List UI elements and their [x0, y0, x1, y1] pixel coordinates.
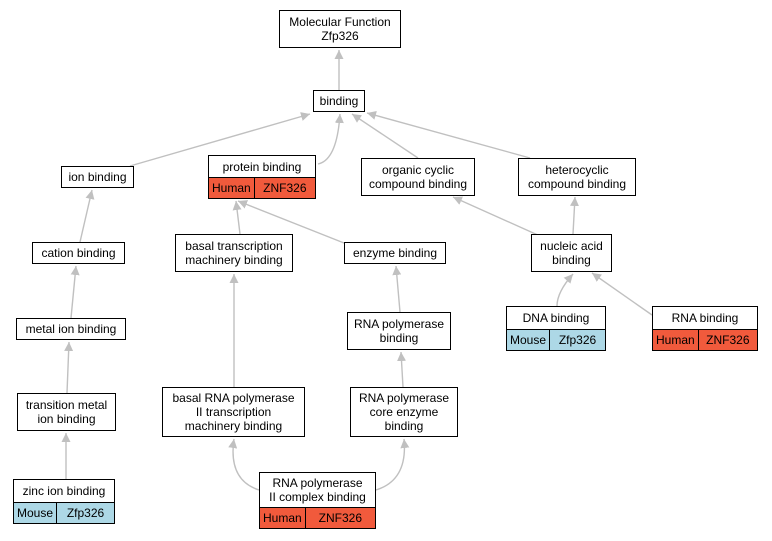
node-basal-tx[interactable]: basal transcription machinery binding [175, 234, 293, 272]
edge-cation-binding-to-ion-binding [79, 189, 95, 243]
edge-enzyme-binding-to-protein-binding [237, 200, 345, 244]
node-label: enzyme binding [352, 246, 438, 260]
species-cell: Human [656, 333, 695, 347]
species-cell: Human [212, 181, 251, 195]
node-label: DNA binding [522, 311, 590, 325]
node-label: RNA polymerase core enzyme binding [358, 391, 450, 433]
edge-rnap2-complex-to-rnap-core [375, 438, 410, 491]
node-label: cation binding [41, 246, 116, 260]
node-label: nucleic acid binding [540, 239, 603, 267]
edge-protein-binding-to-binding [317, 113, 344, 165]
node-label: RNA polymerase binding [353, 317, 445, 345]
node-ion-binding[interactable]: ion binding [61, 166, 134, 188]
edge-rna-binding-to-nucleic-acid [591, 272, 653, 316]
node-label: Molecular Function Zfp326 [289, 15, 391, 43]
node-label: RNA polymerase II complex binding [269, 476, 366, 504]
edge-dna-binding-to-nucleic-acid [556, 273, 574, 307]
node-label: organic cyclic compound binding [368, 163, 468, 191]
edge-basal-tx-to-protein-binding [232, 200, 242, 235]
node-metal-ion[interactable]: metal ion binding [16, 318, 126, 340]
node-enzyme-binding[interactable]: enzyme binding [344, 242, 446, 264]
edge-nucleic-acid-to-heterocyclic [570, 196, 580, 235]
node-rnap-core[interactable]: RNA polymerase core enzyme binding [350, 387, 458, 437]
edge-metal-ion-to-cation-binding [70, 265, 80, 319]
node-mf[interactable]: Molecular Function Zfp326 [279, 10, 401, 48]
node-label: transition metal ion binding [25, 398, 108, 426]
species-cell: Mouse [510, 333, 547, 347]
node-organic-cyclic[interactable]: organic cyclic compound binding [361, 158, 475, 196]
edge-heterocyclic-to-binding [366, 111, 531, 159]
edge-nucleic-acid-to-organic-cyclic [452, 196, 541, 237]
node-label: basal RNA polymerase II transcription ma… [172, 391, 295, 433]
gene-cell: ZNF326 [697, 330, 757, 350]
node-rnap-binding[interactable]: RNA polymerase binding [347, 312, 451, 350]
node-label: RNA binding [671, 311, 739, 325]
edge-organic-cyclic-to-binding [351, 113, 419, 159]
node-label: heterocyclic compound binding [527, 163, 627, 191]
species-cell: Mouse [17, 506, 54, 520]
node-basal-rnap[interactable]: basal RNA polymerase II transcription ma… [162, 387, 305, 437]
node-label: zinc ion binding [22, 484, 106, 498]
edge-transition-metal-to-metal-ion [64, 341, 74, 394]
node-label: metal ion binding [25, 322, 117, 336]
gene-cell: ZNF326 [304, 508, 375, 528]
node-label: protein binding [222, 159, 302, 174]
node-label: binding [319, 94, 359, 108]
node-cation-binding[interactable]: cation binding [32, 242, 125, 264]
node-transition-metal[interactable]: transition metal ion binding [17, 393, 116, 431]
node-nucleic-acid[interactable]: nucleic acid binding [531, 234, 612, 272]
edge-ion-binding-to-binding [129, 112, 311, 167]
gene-cell: Zfp326 [56, 503, 114, 523]
node-label: basal transcription machinery binding [185, 239, 283, 267]
species-cell: Human [263, 511, 302, 525]
node-heterocyclic[interactable]: heterocyclic compound binding [518, 158, 636, 196]
edge-rnap2-complex-to-basal-rnap [228, 438, 260, 491]
gene-cell: ZNF326 [253, 178, 315, 198]
edge-rnap-core-to-rnap-binding [397, 351, 407, 388]
node-label: ion binding [68, 170, 127, 184]
edge-rnap-binding-to-enzyme-binding [392, 265, 402, 313]
node-binding[interactable]: binding [313, 90, 365, 112]
gene-cell: Zfp326 [549, 330, 605, 350]
